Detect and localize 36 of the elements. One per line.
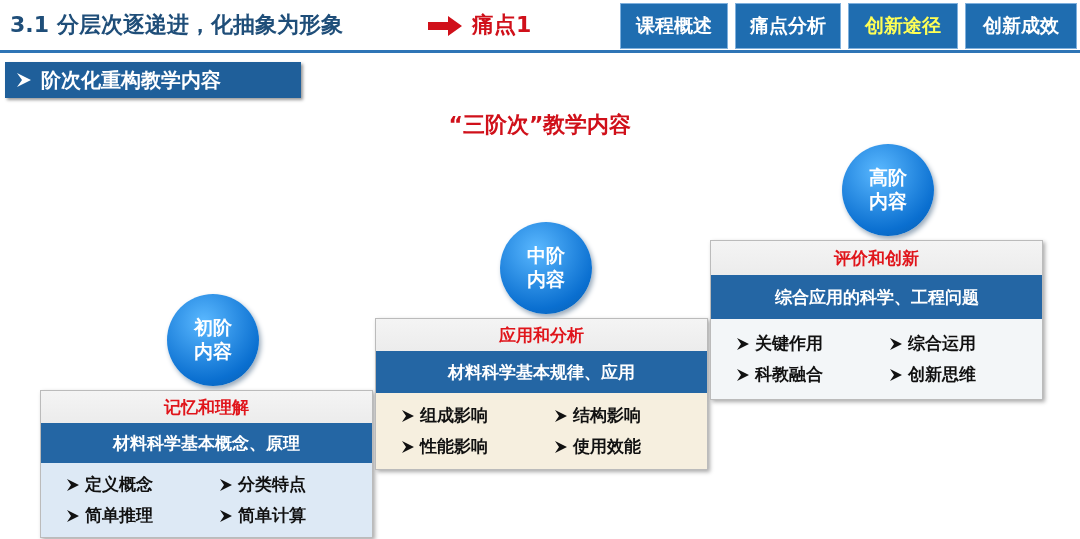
level-circle: 高阶内容 (842, 144, 934, 236)
content-area (376, 393, 707, 469)
bullet-text: 创新思维 (907, 363, 976, 386)
level-panel (40, 390, 373, 538)
nav-tab: 创新途径 (848, 3, 958, 49)
section-title: 阶次化重构教学内容 (41, 66, 221, 94)
level-circle: 初阶内容 (167, 294, 259, 386)
bullet-text: 使用效能 (572, 435, 641, 458)
nav-tab: 痛点分析 (735, 3, 841, 49)
bullet-text: 综合运用 (907, 332, 976, 355)
bullet-text: 性能影响 (420, 435, 488, 458)
panel-heading: 应用和分析 (498, 324, 585, 347)
content-heading: “三阶次”教学内容 (447, 111, 633, 139)
subtitle-band: 材料科学基本规律、应用 (376, 351, 707, 393)
content-area (41, 463, 372, 537)
slide-title: 3.1 分层次逐递进，化抽象为形象 (10, 11, 343, 39)
level-circle: 中阶内容 (500, 222, 592, 314)
bullet-text: 简单计算 (237, 504, 306, 527)
nav-tab: 课程概述 (620, 3, 728, 49)
level-panel (710, 240, 1043, 400)
section-bar (5, 62, 301, 98)
pain-point-label: 痛点1 (472, 11, 532, 39)
nav-tab: 创新成效 (965, 3, 1077, 49)
bullet-text: 简单推理 (85, 504, 153, 527)
panel-heading: 评价和创新 (832, 247, 920, 270)
bullet-text: 组成影响 (420, 404, 488, 427)
level-panel (375, 318, 708, 470)
content-area (711, 319, 1042, 399)
bullet-text: 定义概念 (85, 473, 153, 496)
subtitle-band: 材料科学基本概念、原理 (41, 423, 372, 463)
bullet-text: 结构影响 (572, 404, 641, 427)
panel-heading: 记忆和理解 (162, 396, 250, 419)
bullet-text: 分类特点 (237, 473, 306, 496)
bullet-text: 关键作用 (755, 332, 823, 355)
subtitle-band: 综合应用的科学、工程问题 (711, 275, 1042, 319)
bullet-text: 科教融合 (755, 363, 823, 386)
